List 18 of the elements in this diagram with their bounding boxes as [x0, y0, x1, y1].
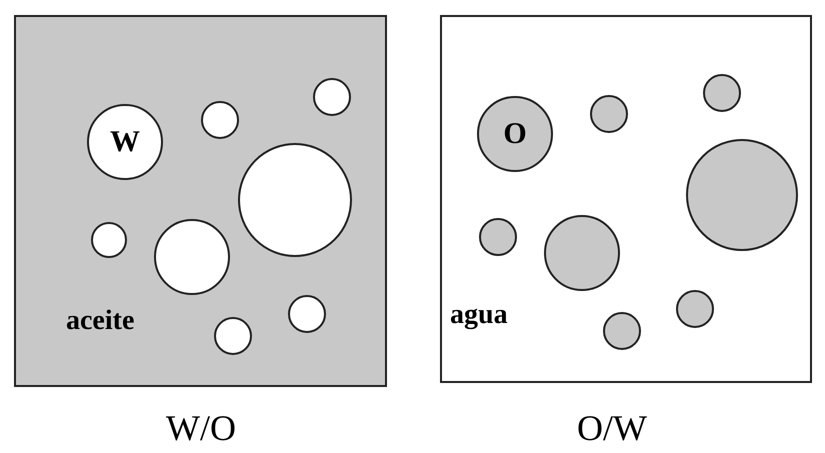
droplet-circle	[703, 74, 741, 112]
phase-label: aceite	[66, 307, 134, 335]
droplet-circle	[590, 95, 628, 133]
droplet-circle	[214, 317, 252, 355]
droplet-label: W	[110, 127, 140, 157]
phase-label: agua	[450, 301, 508, 329]
droplet-circle	[676, 290, 714, 328]
droplet-circle	[479, 218, 517, 256]
droplet-label: O	[503, 119, 527, 149]
droplet-circle	[603, 312, 641, 350]
droplet-circle	[91, 222, 127, 258]
droplet-circle	[201, 101, 239, 139]
phase-panel	[440, 15, 812, 383]
emulsion-caption: W/O	[165, 410, 237, 446]
droplet-circle	[313, 78, 351, 116]
phase-panel	[14, 15, 387, 387]
emulsion-caption: O/W	[576, 410, 648, 446]
droplet-circle	[288, 295, 326, 333]
